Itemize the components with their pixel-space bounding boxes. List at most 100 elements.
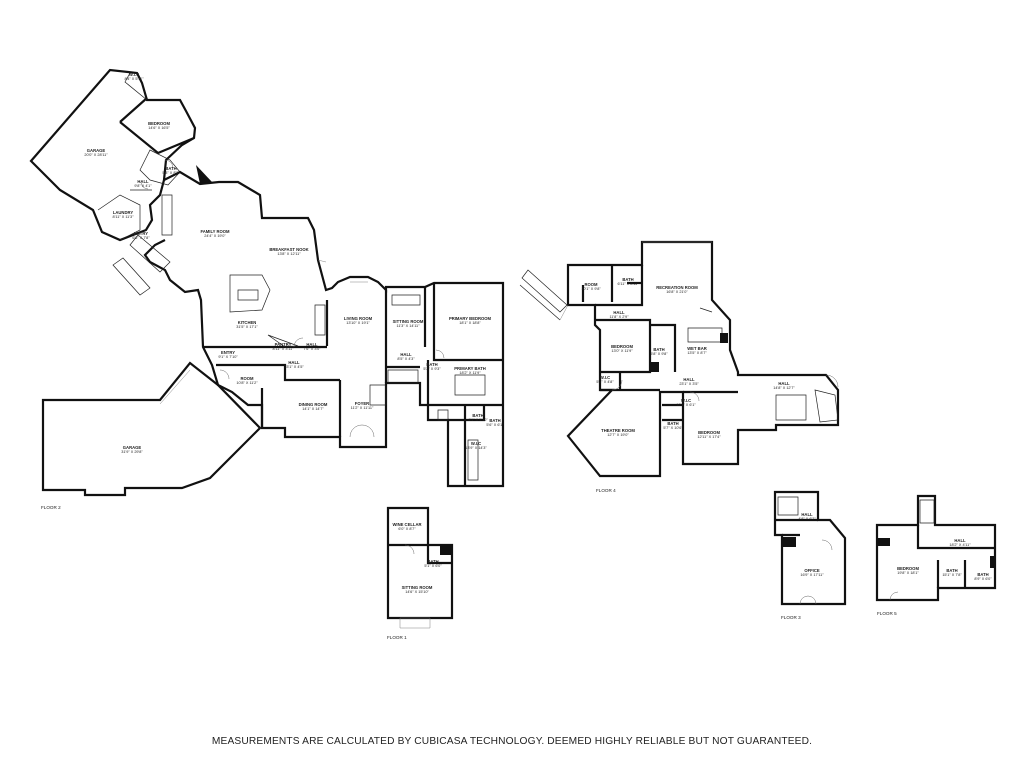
- room-dimensions: 10'1" X 9'8": [581, 287, 601, 291]
- room-dimensions: 14'1" X 14'7": [302, 407, 324, 411]
- room-dimensions: 8'5" X 4'3": [397, 357, 415, 361]
- room-name: BATH: [165, 166, 177, 171]
- room-dimensions: 23'1" X 4'5": [284, 365, 304, 369]
- room-dimensions: 23'1" X 3'5": [679, 382, 699, 386]
- room-name: SITTING ROOM: [392, 319, 424, 324]
- room-dimensions: 12'7" X 19'0": [607, 433, 629, 437]
- floor-5-label: FLOOR 5: [877, 611, 897, 616]
- room-name: W.I.C: [128, 72, 140, 77]
- main-house-wall: [143, 170, 505, 488]
- room-name: HALL: [613, 310, 625, 315]
- room-dimensions: 20'0" X 28'11": [84, 153, 108, 157]
- room-dimensions: 11'3" X 14'11": [396, 324, 420, 328]
- room-dimensions: 8'11" X 3'11": [272, 347, 294, 351]
- room-dimensions: 11'2" X 11'11": [350, 406, 374, 410]
- lower-garage-wall: [41, 361, 262, 497]
- room-name: BATH: [977, 572, 989, 577]
- room-name: W.I.C: [470, 441, 482, 446]
- room-dimensions: 14'8" X 12'7": [773, 386, 795, 390]
- room-dimensions: 8'11" X 11'3": [112, 215, 134, 219]
- room-name: HALL: [400, 352, 412, 357]
- floor-3-plan: [773, 490, 847, 606]
- floor-4-wall: [566, 240, 840, 478]
- floor-5-wall: [875, 494, 997, 602]
- room-dimensions: 10'1" X 6'1": [676, 403, 696, 407]
- room-name: FOYER: [354, 401, 370, 406]
- room-dimensions: 18'1" X 18'8": [459, 321, 481, 325]
- floor-1-label: FLOOR 1: [387, 635, 407, 640]
- floor-2-plan: [29, 68, 505, 497]
- room-name: BEDROOM: [611, 344, 633, 349]
- room-dimensions: 5'6" X 6'1": [486, 423, 504, 427]
- room-name: BEDROOM: [897, 566, 919, 571]
- room-dimensions: 4'8" X 6'2": [798, 517, 816, 521]
- room-name: LIVING ROOM: [343, 316, 373, 321]
- room-name: BREAKFAST NOOK: [269, 247, 309, 252]
- room-dimensions: 12'11" X 17'4": [697, 435, 721, 439]
- room-dimensions: 9'1" X 5'10": [468, 418, 488, 422]
- room-name: KITCHEN: [237, 320, 257, 325]
- room-name: HALL: [778, 381, 790, 386]
- room-dimensions: 13'9" X 14'3": [465, 446, 487, 450]
- room-name: PANTRY: [274, 342, 292, 347]
- floor-3-wall: [773, 490, 847, 606]
- room-dimensions: 11'8" X 2'9": [609, 315, 629, 319]
- floor-2-label: FLOOR 2: [41, 505, 61, 510]
- room-dimensions: 31'5" X 17'1": [236, 325, 258, 329]
- floor-4-label: FLOOR 4: [596, 488, 616, 493]
- room-dimensions: 16'8" X 21'0": [666, 290, 688, 294]
- room-name: DINING ROOM: [298, 402, 328, 407]
- room-name: BATH: [667, 421, 679, 426]
- room-name: RECREATION ROOM: [656, 285, 698, 290]
- room-name: BATH: [622, 277, 634, 282]
- room-name: BATH: [426, 362, 438, 367]
- room-name: PRIMARY BATH: [454, 366, 486, 371]
- room-name: WINE CELLAR: [392, 522, 422, 527]
- room-name: HALL: [288, 360, 300, 365]
- room-dimensions: 13'5" X 8'7": [687, 351, 707, 355]
- room-name: BATH: [472, 413, 484, 418]
- room-name: FAMILY ROOM: [200, 229, 230, 234]
- room-name: GARAGE: [122, 445, 142, 450]
- room-name: SITTING ROOM: [401, 585, 433, 590]
- room-name: HALL: [137, 179, 149, 184]
- room-dimensions: 8'4" X 5'11": [124, 77, 144, 81]
- floor-5-plan: [875, 494, 997, 602]
- measurement-disclaimer: MEASUREMENTS ARE CALCULATED BY CUBICASA …: [211, 736, 813, 747]
- room-dimensions: 18'2" X 11'9": [459, 371, 481, 375]
